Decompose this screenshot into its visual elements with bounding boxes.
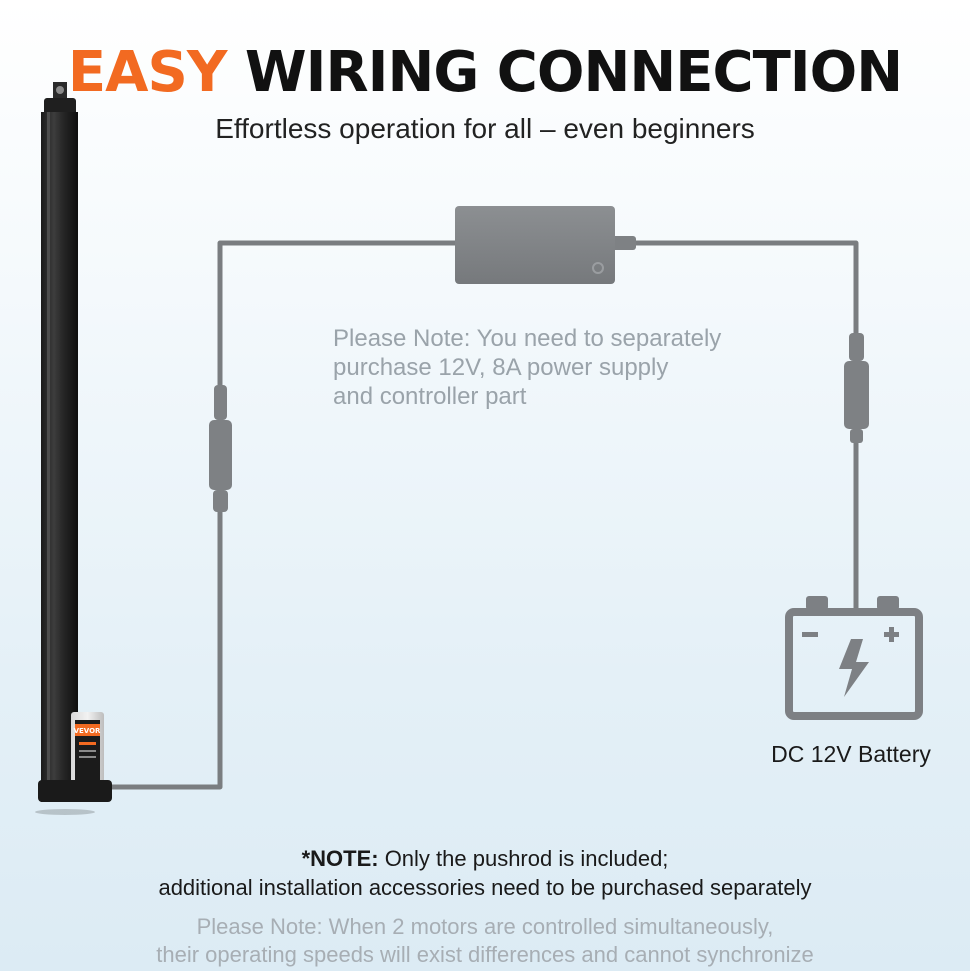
linear-actuator: VEVOR [35, 82, 112, 815]
power-supply-note-line: and controller part [333, 383, 527, 410]
title-accent: EASY [67, 40, 227, 105]
title-rest: WIRING CONNECTION [244, 40, 903, 105]
connector-right [844, 333, 869, 443]
note-prefix: *NOTE: [301, 846, 379, 871]
connector-left [209, 385, 232, 512]
power-supply-note-line: Please Note: You need to separately [333, 325, 722, 352]
page-title: EASY WIRING CONNECTION [0, 38, 970, 108]
page-subtitle: Effortless operation for all – even begi… [215, 113, 755, 144]
power-supply-note-line: purchase 12V, 8A power supply [333, 354, 669, 381]
included-note-line-1: *NOTE: Only the pushrod is included; [0, 844, 970, 873]
battery-label: DC 12V Battery [771, 741, 931, 767]
wire-path [100, 240, 859, 790]
battery-icon [785, 596, 923, 720]
sync-note-line-1: Please Note: When 2 motors are controlle… [196, 914, 774, 939]
power-supply-note: Please Note: You need to separately purc… [333, 324, 793, 411]
included-note-line-2: additional installation accessories need… [158, 875, 812, 900]
sync-note: Please Note: When 2 motors are controlle… [0, 913, 970, 969]
actuator-brand-label: VEVOR [74, 727, 101, 735]
included-note: *NOTE: Only the pushrod is included; add… [0, 844, 970, 902]
sync-note-line-2: their operating speeds will exist differ… [156, 942, 814, 967]
note-line-1-text: Only the pushrod is included; [384, 846, 669, 871]
power-supply [455, 206, 636, 284]
